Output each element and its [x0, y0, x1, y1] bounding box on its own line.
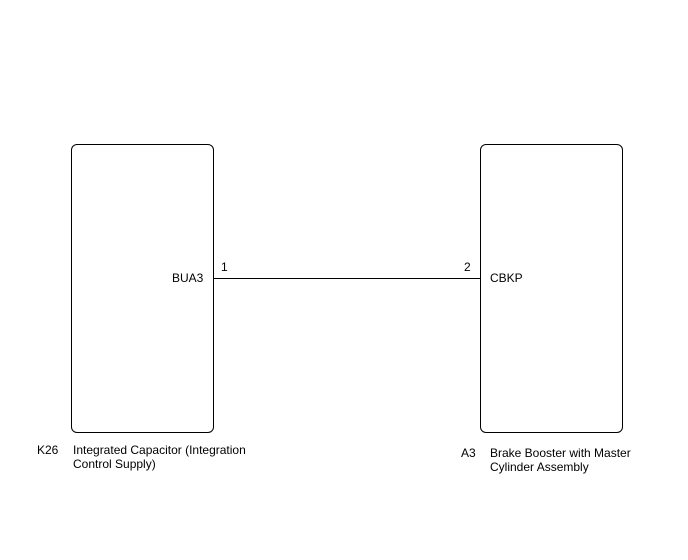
connection-wire: [214, 278, 480, 279]
terminal-label-left: BUA3: [172, 271, 204, 285]
terminal-label-right: CBKP: [490, 271, 523, 285]
component-box-brake-booster: [480, 144, 623, 433]
pin-number-right: 2: [464, 260, 471, 274]
component-code-left: K26: [37, 443, 59, 457]
pin-number-left: 1: [221, 260, 228, 274]
component-box-integrated-capacitor: [71, 144, 214, 433]
component-code-right: A3: [461, 446, 476, 460]
component-name-right: Brake Booster with Master Cylinder Assem…: [490, 446, 631, 474]
component-name-left: Integrated Capacitor (Integration Contro…: [73, 443, 246, 471]
